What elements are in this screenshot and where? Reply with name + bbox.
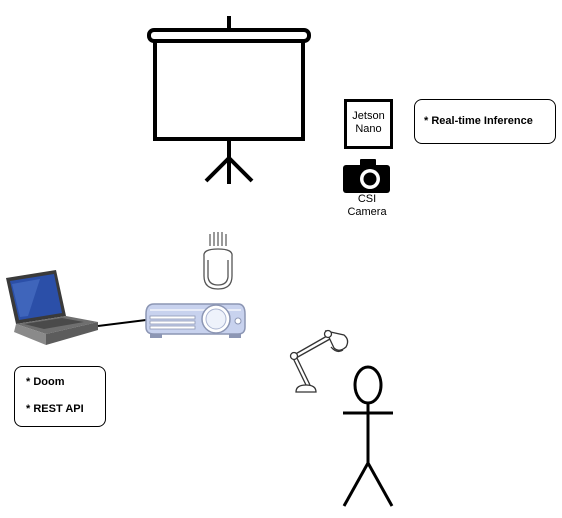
laptop-features-box: * Doom * REST API <box>14 366 106 427</box>
laptop-icon <box>6 270 98 345</box>
light-rays-icon <box>209 232 227 246</box>
bulb-icon <box>203 248 233 290</box>
camera-icon <box>343 159 390 193</box>
person-stick-figure-icon <box>342 365 394 507</box>
feature-item-doom: * Doom <box>26 376 65 388</box>
feature-item-rest-api: * REST API <box>26 403 84 415</box>
inference-box: * Real-time Inference <box>414 99 556 144</box>
jetson-label-line2: Nano <box>355 123 382 135</box>
jetson-label-line1: Jetson <box>352 110 385 122</box>
projector-icon <box>145 303 246 338</box>
cable-line <box>97 319 147 327</box>
camera-label-line2: Camera <box>347 206 387 218</box>
inference-text: * Real-time Inference <box>424 115 533 127</box>
camera-label-line1: CSI <box>357 193 377 205</box>
projection-screen-icon <box>147 16 311 184</box>
jetson-nano-box: Jetson Nano <box>344 99 393 149</box>
desk-lamp-icon <box>289 329 349 393</box>
